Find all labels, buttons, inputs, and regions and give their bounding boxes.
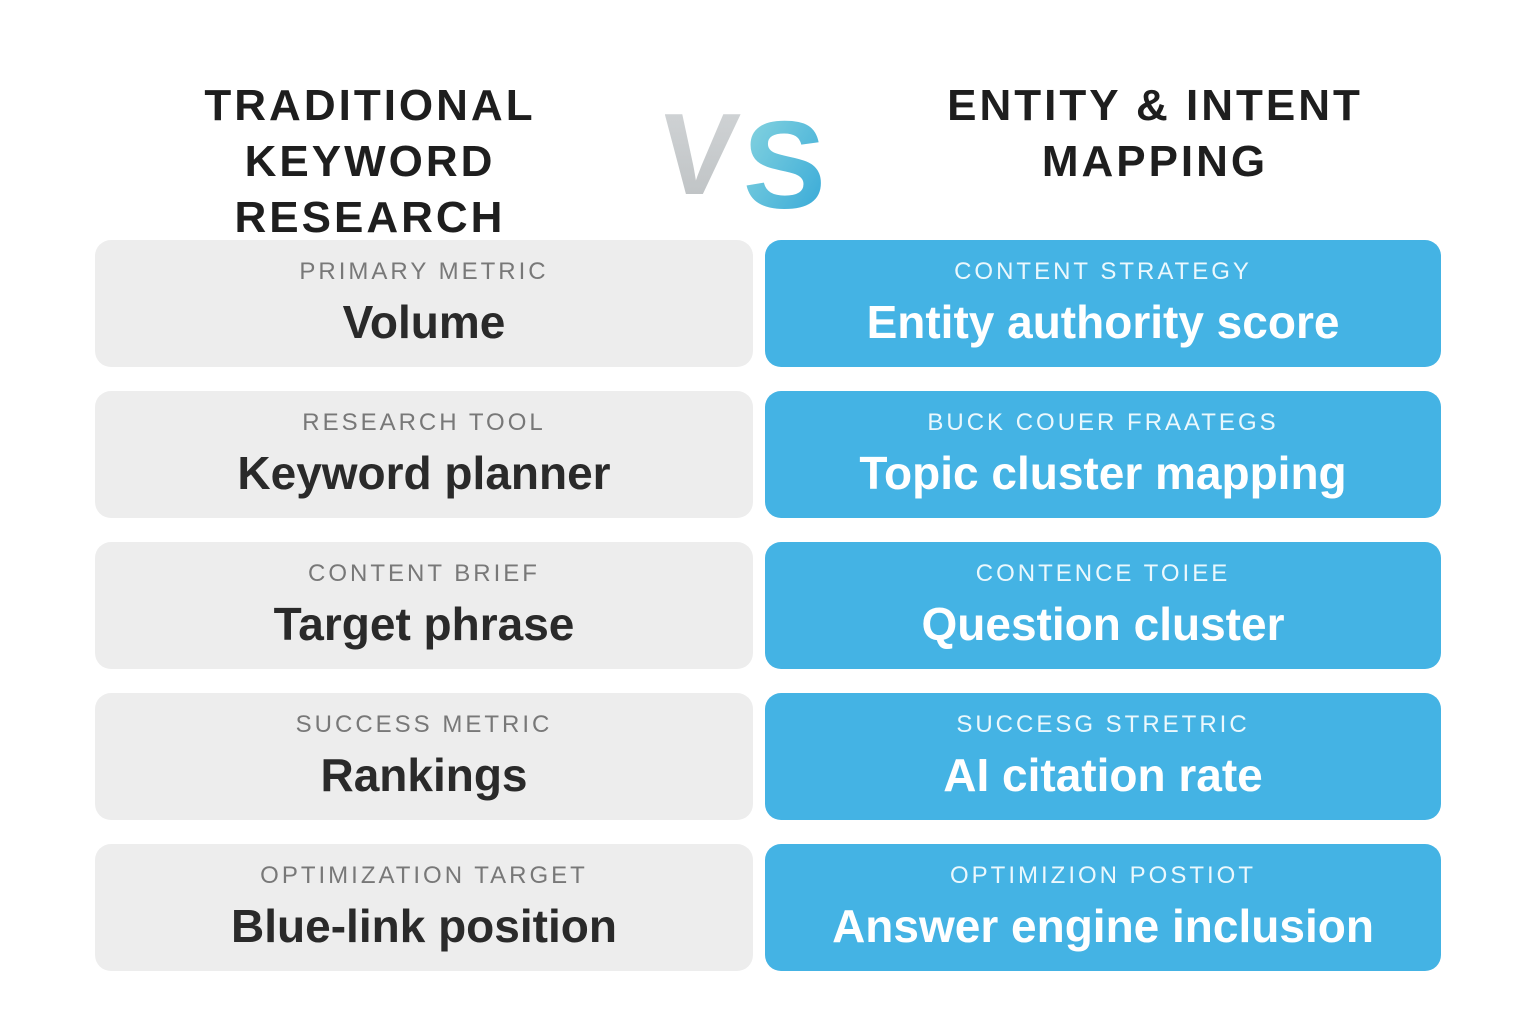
left-title-line1: TRADITIONAL (204, 81, 536, 130)
card-value: Blue-link position (231, 900, 617, 952)
card-traditional-success-metric: SUCCESS METRIC Rankings (95, 693, 753, 820)
card-value: Topic cluster mapping (859, 447, 1347, 499)
vs-s-glyph: S (743, 97, 826, 221)
card-entity-question-cluster: CONTENCE TOIEE Question cluster (765, 542, 1441, 669)
card-traditional-primary-metric: PRIMARY METRIC Volume (95, 240, 753, 367)
card-label: SUCCESS METRIC (295, 711, 553, 738)
right-title-line1: ENTITY & INTENT (947, 81, 1363, 130)
card-value: AI citation rate (943, 749, 1263, 801)
card-value: Entity authority score (866, 296, 1340, 348)
card-value: Volume (342, 296, 506, 348)
vs-v-glyph: V (665, 89, 744, 219)
card-traditional-content-brief: CONTENT BRIEF Target phrase (95, 542, 753, 669)
card-label: OPTIMIZION POSTIOT (950, 862, 1256, 889)
card-value: Answer engine inclusion (832, 900, 1374, 952)
card-label: RESEARCH TOOL (302, 409, 546, 436)
card-label: CONTENT BRIEF (308, 560, 540, 587)
card-label: CONTENCE TOIEE (975, 560, 1231, 587)
card-entity-content-strategy: CONTENT STRATEGY Entity authority score (765, 240, 1441, 367)
card-value: Target phrase (273, 598, 575, 650)
left-column-title: TRADITIONAL KEYWORD RESEARCH (110, 78, 630, 246)
comparison-grid: PRIMARY METRIC Volume CONTENT STRATEGY E… (95, 240, 1441, 971)
card-label: SUCCESG STRETRIC (956, 711, 1250, 738)
card-label: BUCK COUER FRAATEGS (927, 409, 1279, 436)
card-entity-topic-cluster: BUCK COUER FRAATEGS Topic cluster mappin… (765, 391, 1441, 518)
right-column-title: ENTITY & INTENT MAPPING (900, 78, 1410, 190)
card-label: PRIMARY METRIC (299, 258, 549, 285)
card-label: OPTIMIZATION TARGET (260, 862, 588, 889)
card-value: Question cluster (921, 598, 1285, 650)
right-title-line2: MAPPING (1041, 137, 1269, 186)
card-value: Rankings (320, 749, 528, 801)
card-entity-ai-citation-rate: SUCCESG STRETRIC AI citation rate (765, 693, 1441, 820)
card-entity-answer-engine-inclusion: OPTIMIZION POSTIOT Answer engine inclusi… (765, 844, 1441, 971)
left-title-line2: KEYWORD RESEARCH (234, 137, 506, 242)
card-value: Keyword planner (237, 447, 611, 499)
card-label: CONTENT STRATEGY (954, 258, 1252, 285)
card-traditional-research-tool: RESEARCH TOOL Keyword planner (95, 391, 753, 518)
card-traditional-optimization-target: OPTIMIZATION TARGET Blue-link position (95, 844, 753, 971)
vs-logo: V S (665, 89, 826, 221)
